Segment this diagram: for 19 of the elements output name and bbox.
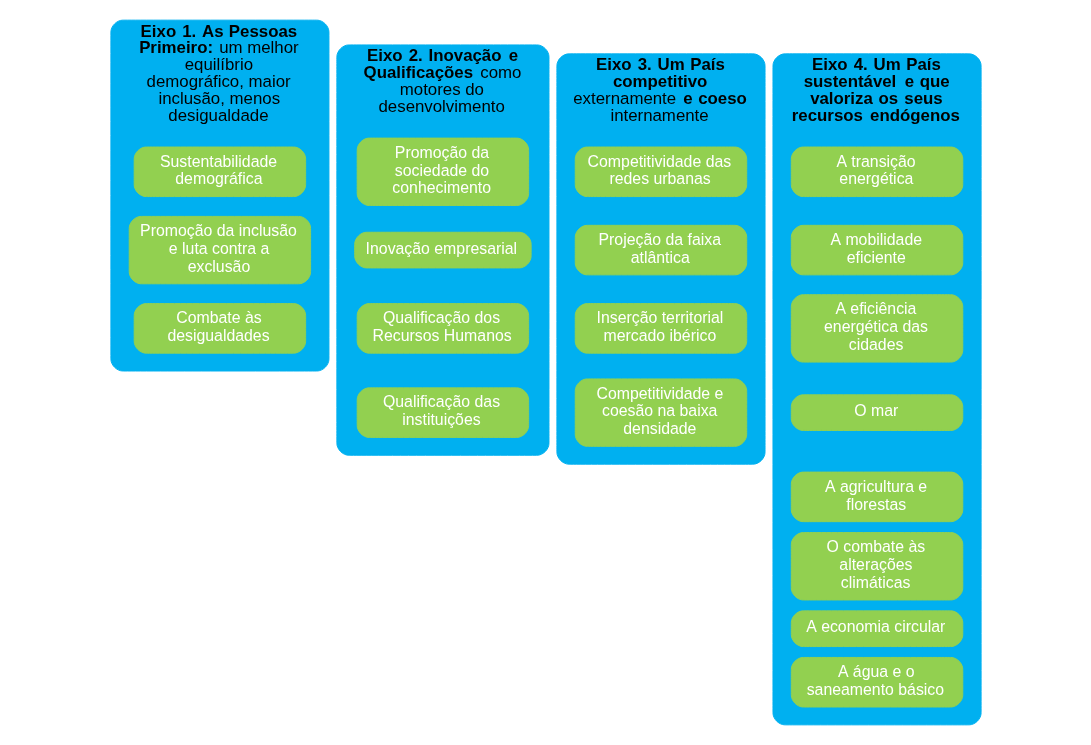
node-box: Promoção da inclusão e luta contra a exclusão — [128, 215, 311, 285]
node-box: Competitividade das redes urbanas — [574, 146, 747, 198]
node-box: Sustentabilidade demográfica — [133, 146, 306, 198]
node-box: A transição energética — [790, 146, 963, 198]
node-box: A mobilidade eficiente — [790, 224, 963, 276]
node-box: Projeção da faixa atlântica — [574, 224, 747, 276]
node-box: Promoção da sociedade do conhecimento — [356, 137, 529, 206]
node-box: Inovação empresarial — [353, 231, 532, 269]
node-box: A água e o saneamento básico — [790, 656, 963, 708]
node-box: Competitividade e coesão na baixa densidade — [574, 378, 747, 447]
node-box: Inserção territorial mercado ibérico — [574, 303, 747, 354]
node-box: O combate às alterações climáticas — [790, 532, 963, 601]
node-box: A economia circular — [790, 610, 963, 648]
node-box: A eficiência energética das cidades — [790, 294, 963, 363]
node-box: Combate às desigualdades — [133, 303, 306, 354]
node-box: A agricultura e florestas — [790, 471, 963, 523]
node-box: Qualificação das instituições — [356, 387, 529, 438]
node-box: O mar — [790, 394, 963, 431]
node-box: Qualificação dos Recursos Humanos — [356, 303, 529, 354]
